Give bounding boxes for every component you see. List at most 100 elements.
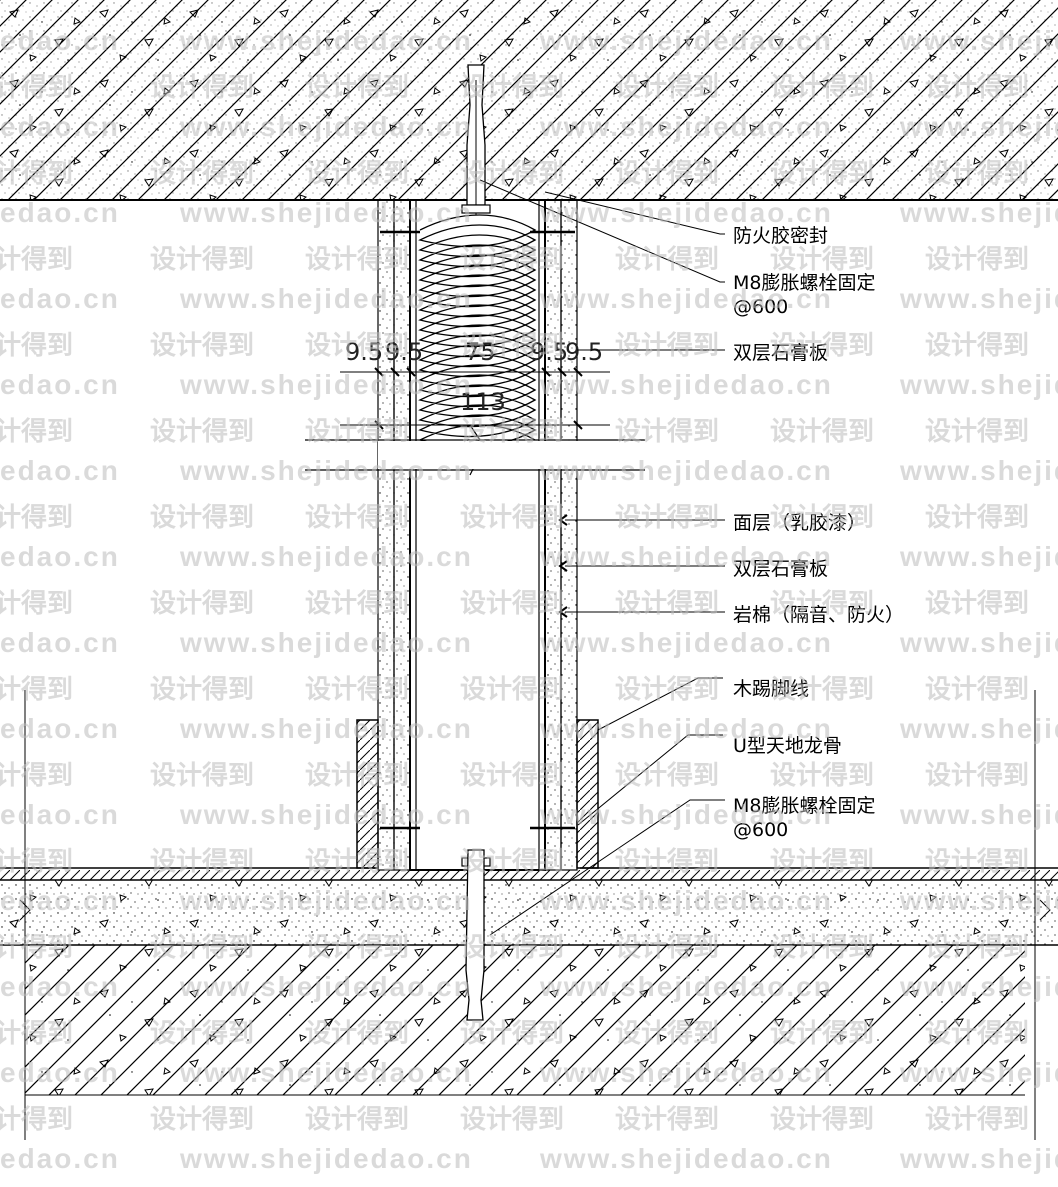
watermark-site-text: www.shejidedao.cn [179,885,473,916]
watermark-brand-text: 设计得到 [770,503,874,533]
watermark-brand-text: 设计得到 [460,589,564,619]
dim-right-b: 9.5 [565,338,603,366]
watermark-brand-text: 设计得到 [460,1019,564,1049]
partition-wall [305,199,645,871]
watermark-site-text: www.shejidedao.cn [179,283,473,314]
watermark-site-text: edao.cn [0,455,120,486]
label-double-gypsum-top: 双层石膏板 [733,341,828,364]
watermark-site-text: www.shejidedao.cn [899,197,1058,228]
watermark-brand-text: 设计得到 [925,503,1029,533]
watermark-brand-text: 设计得到 [305,417,409,447]
watermark-site-text: www.shejidedao.cn [899,369,1058,400]
watermark-brand-text: 设计得到 [770,73,874,103]
watermark-brand-text: 计得到 [0,589,73,619]
watermark-brand-text: 设计得到 [925,417,1029,447]
watermark-brand-text: 设计得到 [460,417,564,447]
watermark-brand-text: 设计得到 [150,933,254,963]
watermark-site-text: www.shejidedao.cn [899,283,1058,314]
watermark-brand-text: 计得到 [0,933,73,963]
watermark-brand-text: 计得到 [0,331,73,361]
watermark-site-text: www.shejidedao.cn [539,283,833,314]
watermark-site-text: www.shejidedao.cn [539,455,833,486]
watermark-brand-text: 计得到 [0,1019,73,1049]
dim-stud: 75 [465,338,496,366]
watermark-site-text: edao.cn [0,627,120,658]
watermark-site-text: edao.cn [0,369,120,400]
watermark-brand-text: 设计得到 [150,847,254,877]
watermark-site-text: www.shejidedao.cn [899,971,1058,1002]
callout-labels: 防火胶密封 M8膨胀螺栓固定 @600 双层石膏板 面层（乳胶漆） 双层石膏板 … [733,225,904,841]
watermark-brand-text: 设计得到 [305,503,409,533]
watermark-brand-text: 设计得到 [770,331,874,361]
watermark-brand-text: 设计得到 [615,1105,719,1135]
watermark-site-text: www.shejidedao.cn [539,799,833,830]
watermark-brand-text: 设计得到 [305,1105,409,1135]
watermark-site-text: www.shejidedao.cn [539,971,833,1002]
watermark-brand-text: 设计得到 [460,331,564,361]
watermark-brand-text: 计得到 [0,159,73,189]
watermark-brand-text: 设计得到 [460,73,564,103]
watermark-site-text: www.shejidedao.cn [179,971,473,1002]
watermark-brand-text: 设计得到 [460,245,564,275]
label-m8-bolt-top-spacing: @600 [733,296,788,318]
watermark-site-text: www.shejidedao.cn [179,455,473,486]
watermark-brand-text: 设计得到 [460,675,564,705]
watermark-site-text: www.shejidedao.cn [899,25,1058,56]
watermark-site-text: www.shejidedao.cn [539,111,833,142]
watermark-site-text: www.shejidedao.cn [179,369,473,400]
watermark-site-text: www.shejidedao.cn [179,799,473,830]
watermark-site-text: www.shejidedao.cn [539,541,833,572]
watermark-site-text: www.shejidedao.cn [539,369,833,400]
watermark-site-text: www.shejidedao.cn [899,1143,1058,1174]
watermark-brand-text: 设计得到 [305,331,409,361]
watermark-brand-text: 设计得到 [925,73,1029,103]
watermark-site-text: www.shejidedao.cn [539,627,833,658]
watermark-brand-text: 设计得到 [460,761,564,791]
watermark-brand-text: 设计得到 [305,761,409,791]
watermark-site-text: www.shejidedao.cn [539,885,833,916]
watermark-brand-text: 设计得到 [770,847,874,877]
watermark-site-text: www.shejidedao.cn [539,25,833,56]
watermark-site-text: www.shejidedao.cn [539,1143,833,1174]
wood-skirting-right [576,719,599,869]
watermark-site-text: www.shejidedao.cn [899,799,1058,830]
watermark-site-text: edao.cn [0,541,120,572]
watermark-site-text: www.shejidedao.cn [539,1057,833,1088]
watermark-brand-text: 设计得到 [615,245,719,275]
watermark-site-text: www.shejidedao.cn [899,541,1058,572]
watermark-site-text: www.shejidedao.cn [899,713,1058,744]
watermark-site-text: edao.cn [0,25,120,56]
watermark-brand-text: 设计得到 [925,245,1029,275]
watermark-site-text: www.shejidedao.cn [899,885,1058,916]
wood-skirting-left [356,719,379,869]
dim-total: 113 [460,388,506,416]
watermark-brand-text: 设计得到 [150,589,254,619]
watermark-site-text: www.shejidedao.cn [179,111,473,142]
leader-lines [479,179,725,936]
watermark-brand-text: 设计得到 [460,847,564,877]
watermark-brand-text: 设计得到 [305,847,409,877]
watermark-site-text: edao.cn [0,283,120,314]
watermark-site-text: edao.cn [0,713,120,744]
watermark-site-text: edao.cn [0,799,120,830]
anchor-bolt-bottom [461,849,491,1021]
watermark-brand-text: 计得到 [0,847,73,877]
watermark-brand-text: 设计得到 [615,761,719,791]
watermark-brand-text: 设计得到 [770,1105,874,1135]
watermark-site-text: www.shejidedao.cn [179,541,473,572]
watermark-brand-text: 设计得到 [615,933,719,963]
watermark-brand-text: 计得到 [0,1105,73,1135]
watermark-brand-text: 设计得到 [305,1019,409,1049]
watermark-site-text: www.shejidedao.cn [179,1057,473,1088]
watermark-site-text: edao.cn [0,971,120,1002]
watermark-brand-text: 设计得到 [615,331,719,361]
watermark-brand-text: 设计得到 [615,417,719,447]
watermark-brand-text: 计得到 [0,245,73,275]
watermark-brand-text: 计得到 [0,73,73,103]
watermark-brand-text: 设计得到 [925,159,1029,189]
watermark-brand-text: 设计得到 [770,675,874,705]
watermark-brand-text: 设计得到 [150,159,254,189]
label-fire-sealant: 防火胶密封 [733,225,828,247]
watermark-brand-text: 计得到 [0,761,73,791]
